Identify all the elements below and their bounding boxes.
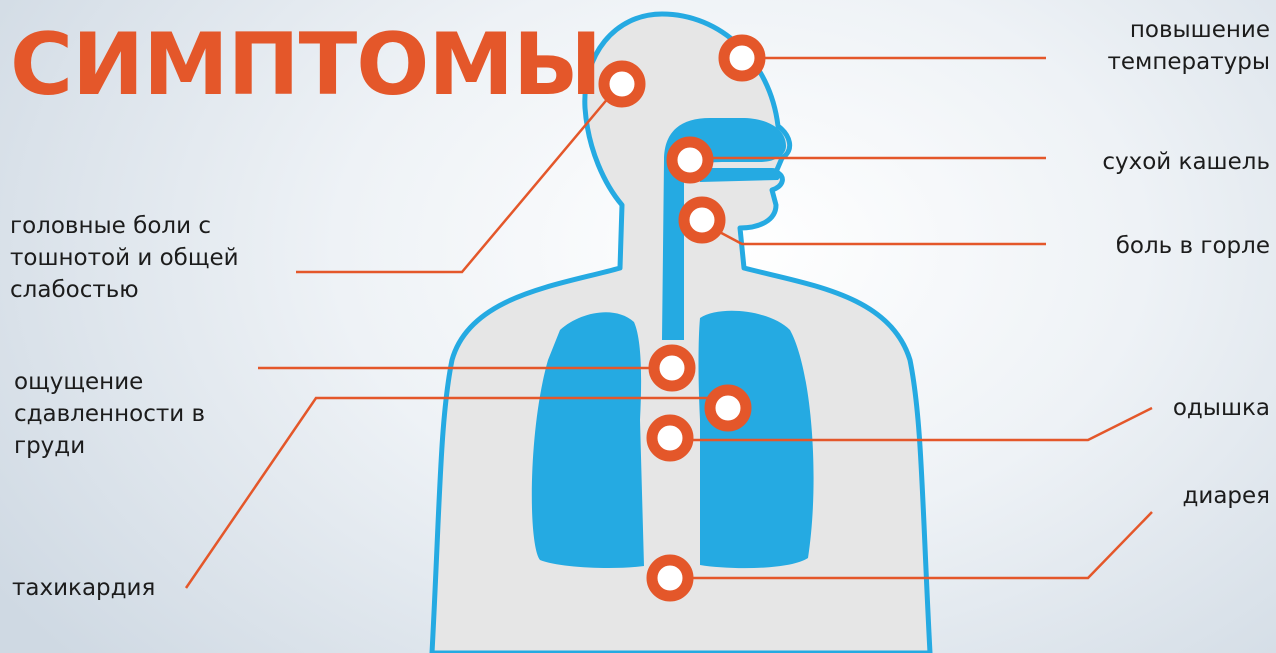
- label-sore-throat: боль в горле: [1116, 230, 1270, 262]
- marker-diarrhea: [652, 560, 688, 596]
- label-fever: повышение температуры: [1107, 14, 1270, 78]
- connector-sore-throat: [712, 228, 1046, 244]
- marker-chest-pressure: [654, 350, 690, 386]
- label-tachycardia: тахикардия: [12, 572, 155, 604]
- marker-headache: [604, 66, 640, 102]
- label-chest-pressure: ощущение сдавленности в груди: [14, 366, 205, 462]
- marker-sore-throat: [684, 202, 720, 238]
- marker-tachycardia: [710, 390, 746, 426]
- marker-dry-cough: [672, 142, 708, 178]
- label-shortness-of-breath: одышка: [1173, 392, 1270, 424]
- label-dry-cough: сухой кашель: [1102, 146, 1270, 178]
- mouth-airway: [700, 168, 781, 182]
- marker-fever: [724, 40, 760, 76]
- page-title: СИМПТОМЫ: [10, 22, 601, 108]
- label-diarrhea: диарея: [1182, 480, 1270, 512]
- marker-shortness-of-breath: [652, 420, 688, 456]
- label-headache: головные боли с тошнотой и общей слабост…: [10, 210, 239, 306]
